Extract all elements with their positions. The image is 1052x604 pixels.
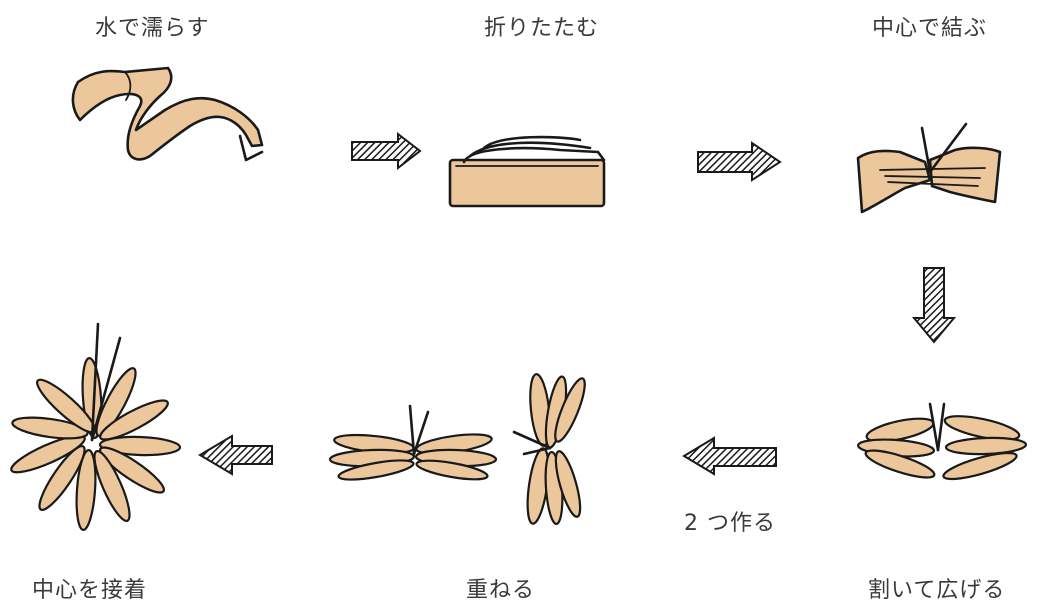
tied-center-illustration bbox=[856, 122, 1002, 214]
step-label-fold: 折りたたむ bbox=[484, 16, 600, 41]
arrow-left-icon bbox=[682, 436, 777, 476]
spread-flower-illustration bbox=[856, 402, 1028, 481]
stacked-pair-illustration bbox=[328, 404, 498, 481]
step-label-wet: 水で濡らす bbox=[95, 16, 210, 41]
arrow-right-icon bbox=[697, 141, 782, 182]
arrow-left-icon bbox=[198, 434, 273, 476]
arrow-right-icon bbox=[351, 131, 422, 171]
stacked-pair-vertical-illustration bbox=[512, 373, 586, 526]
wet-ribbon-illustration bbox=[71, 66, 264, 162]
step-label-glue: 中心を接着 bbox=[32, 578, 148, 603]
glued-flower-illustration bbox=[10, 322, 182, 532]
arrow-down-icon bbox=[911, 267, 957, 344]
folded-stack-illustration bbox=[448, 135, 606, 208]
step-label-stack: 重ねる bbox=[466, 578, 536, 603]
step-label-spread: 割いて広げる bbox=[868, 578, 1006, 603]
step-label-tie: 中心で結ぶ bbox=[872, 16, 988, 41]
make-two-note: 2 つ作る bbox=[684, 511, 776, 536]
